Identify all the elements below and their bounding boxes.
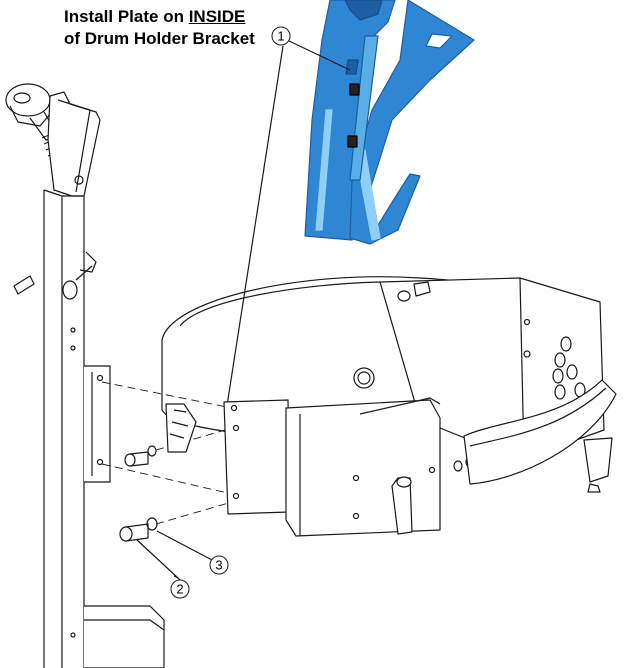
callout-3: 3 xyxy=(209,555,229,575)
callout-1: 1 xyxy=(271,26,291,46)
instruction-prefix: Install Plate on xyxy=(64,7,189,26)
install-instruction: Install Plate on INSIDE of Drum Holder B… xyxy=(64,6,255,50)
callout-3-number: 3 xyxy=(215,558,222,573)
callout-2-number: 2 xyxy=(176,582,183,597)
drum-holder-bracket xyxy=(161,276,617,537)
callout-2: 2 xyxy=(170,579,190,599)
callout-leaders-2-3 xyxy=(136,530,213,581)
detail-view-inset xyxy=(304,0,475,245)
callout-1-number: 1 xyxy=(277,29,284,44)
callout-1-leaders xyxy=(225,39,351,413)
upper-bolt xyxy=(124,445,157,467)
alignment-lines xyxy=(101,381,233,525)
instruction-line-1: Install Plate on INSIDE xyxy=(64,6,255,28)
hardware xyxy=(119,445,158,542)
vertical-post-assembly xyxy=(5,83,165,668)
lower-bolt xyxy=(119,517,158,542)
instruction-emphasis: INSIDE xyxy=(188,7,246,26)
instruction-line-2: of Drum Holder Bracket xyxy=(64,29,255,48)
